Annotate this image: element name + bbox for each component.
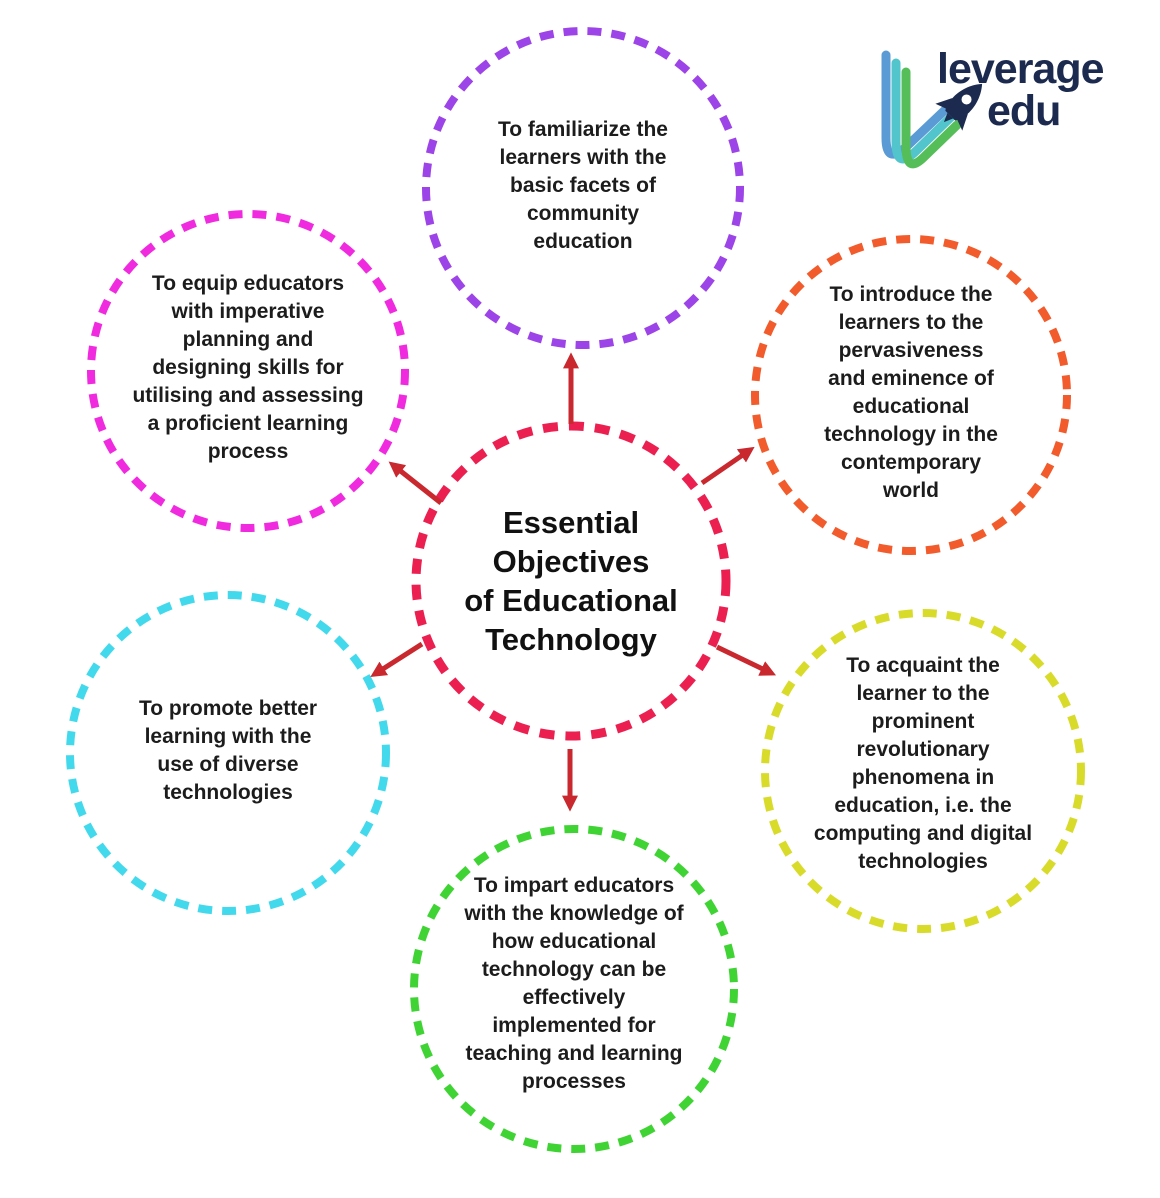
arrow-center-to-left bbox=[370, 641, 424, 678]
node-label-impart: To impart educators with the knowledge o… bbox=[464, 874, 684, 1093]
logo-stroke-teal bbox=[891, 58, 956, 164]
logo-stroke-green bbox=[901, 67, 962, 169]
leverage-edu-logo: leverage edu bbox=[865, 40, 1135, 180]
node-label-familiarize: To familiarize the learners with the bas… bbox=[498, 118, 668, 253]
center-title: Essential Objectives of Educational Tech… bbox=[464, 505, 678, 657]
circle-center bbox=[411, 421, 731, 741]
logo-wordmark-edu: edu bbox=[987, 87, 1061, 135]
circle-right bbox=[761, 609, 1085, 933]
circle-left bbox=[66, 591, 390, 915]
logo-v-rocket-icon bbox=[881, 50, 983, 169]
node-label-promote: To promote better learning with the use … bbox=[138, 697, 318, 804]
rocket-icon bbox=[935, 83, 983, 131]
logo-wordmark-leverage: leverage bbox=[937, 45, 1105, 93]
circle-top-left bbox=[87, 210, 409, 532]
arrow-center-to-top-left bbox=[388, 461, 443, 505]
node-label-acquaint: To acquaint the learner to the prominent… bbox=[813, 654, 1033, 873]
arrow-center-to-top-right bbox=[700, 446, 755, 486]
circle-bottom bbox=[410, 825, 738, 1153]
arrow-center-to-right bbox=[715, 644, 777, 676]
node-label-equip: To equip educators with imperative plann… bbox=[132, 272, 364, 463]
node-label-introduce: To introduce the learners to the pervasi… bbox=[824, 283, 998, 502]
circle-top-right bbox=[751, 235, 1071, 555]
circle-top bbox=[422, 27, 744, 349]
